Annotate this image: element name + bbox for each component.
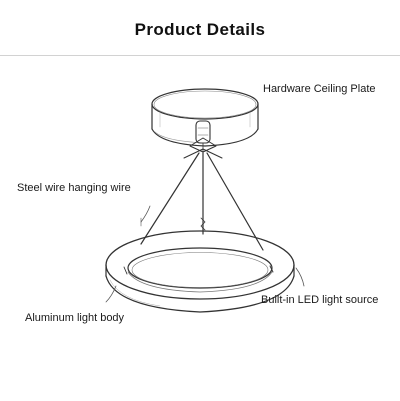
leader-lines (105, 205, 305, 303)
aluminum-body-label: Aluminum light body (25, 312, 125, 324)
steel-wires (140, 152, 264, 251)
cable-connector (183, 120, 223, 159)
ceiling-plate-label: Hardware Ceiling Plate (263, 83, 376, 95)
title-divider (0, 55, 400, 56)
page-title: Product Details (134, 20, 266, 39)
ceiling-plate (151, 88, 259, 147)
ring-light-body (105, 230, 295, 313)
steel-wire-label: Steel wire hanging wire (17, 182, 131, 194)
led-source-label: Built-in LED light source (261, 294, 379, 306)
